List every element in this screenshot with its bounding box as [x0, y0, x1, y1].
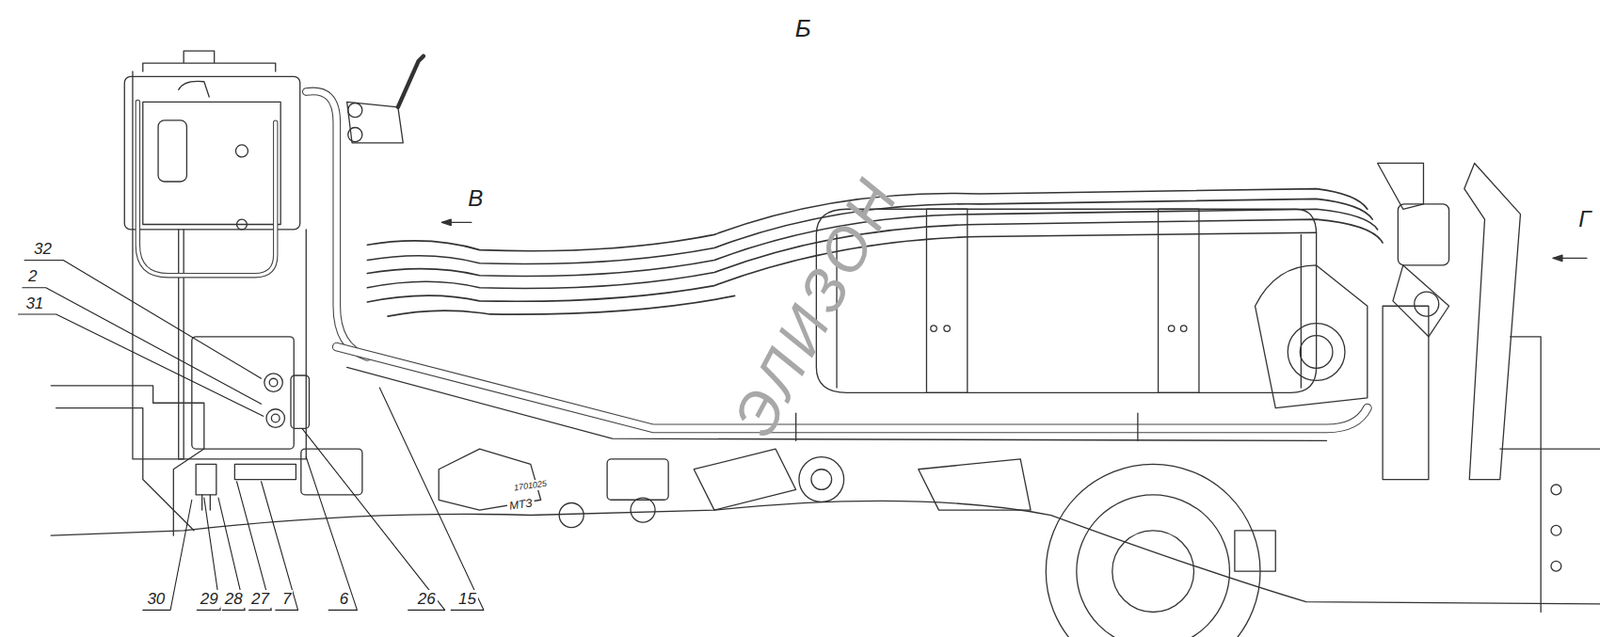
callout-number: 6	[337, 590, 351, 608]
callout-number: 26	[416, 590, 438, 608]
part-marking: МТЗ	[506, 496, 535, 513]
view-letter: Б	[793, 15, 814, 42]
callout-number: 27	[249, 590, 272, 608]
callout-number: 29	[198, 590, 221, 608]
callout-number: 2	[26, 267, 39, 286]
view-letter: В	[465, 186, 485, 211]
callout-number: 7	[280, 590, 293, 608]
callout-number: 15	[456, 590, 479, 608]
callout-number: 31	[23, 294, 46, 313]
part-marking: 1701025	[512, 478, 550, 494]
view-letter: Г	[1576, 207, 1593, 232]
callout-number: 32	[32, 240, 54, 258]
watermark: ЭЛИЗОН	[721, 164, 912, 448]
callout-number: 30	[144, 590, 167, 608]
callout-number: 28	[223, 590, 245, 608]
